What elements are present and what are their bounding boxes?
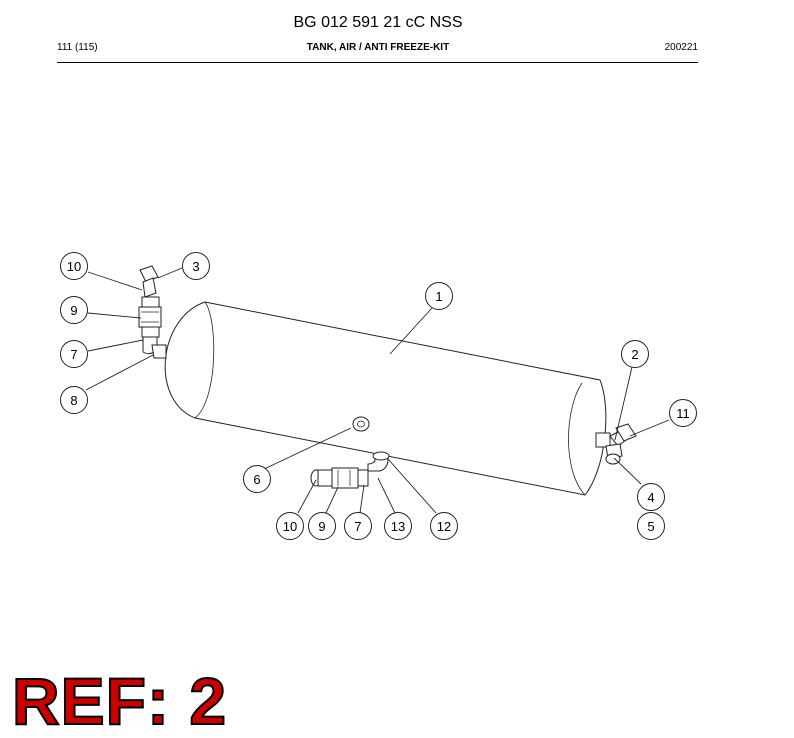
callout-circles (60, 252, 697, 540)
callout-10-lower: 10 (283, 519, 297, 534)
callout-9-lower: 9 (318, 519, 325, 534)
lower-valve-assembly (310, 451, 390, 489)
document-subtitle: TANK, AIR / ANTI FREEZE-KIT (306, 42, 450, 53)
callout-10-upper: 10 (67, 259, 81, 274)
callout-12: 12 (437, 519, 451, 534)
callout-7-upper: 7 (70, 347, 77, 362)
header-divider (57, 62, 698, 63)
callout-7-lower: 7 (354, 519, 361, 534)
callout-8: 8 (70, 393, 77, 408)
document-date: 200221 (664, 42, 698, 53)
reference-label: REF: 2 (11, 664, 228, 738)
page-number: 111 (115) (57, 42, 98, 53)
leader-lines (85, 267, 670, 514)
callout-4: 4 (647, 490, 654, 505)
air-tank (164, 301, 607, 496)
callout-13: 13 (391, 519, 405, 534)
document-title: BG 012 591 21 cC NSS (293, 14, 463, 31)
callout-1: 1 (435, 289, 442, 304)
callout-2: 2 (631, 347, 638, 362)
callout-3: 3 (192, 259, 199, 274)
callout-11: 11 (676, 406, 690, 421)
left-valve-assembly (138, 265, 167, 359)
callout-6: 6 (253, 472, 260, 487)
callout-9-upper: 9 (70, 303, 77, 318)
callout-5: 5 (647, 519, 654, 534)
right-valve-assembly (595, 423, 637, 465)
drain-fitting (352, 416, 370, 432)
